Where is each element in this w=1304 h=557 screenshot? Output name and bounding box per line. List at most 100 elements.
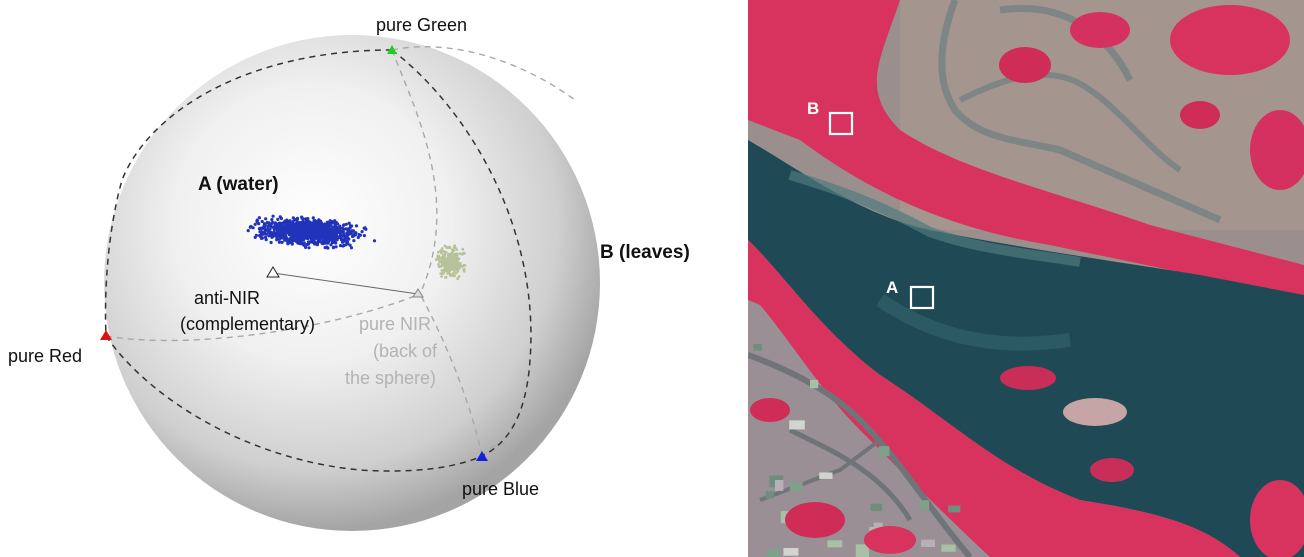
water-point (320, 232, 324, 236)
house (819, 472, 833, 479)
water-point (259, 233, 263, 237)
water-point (271, 214, 275, 218)
water-point (341, 240, 345, 244)
water-point (297, 238, 301, 242)
water-point (344, 243, 348, 247)
water-point (294, 226, 298, 230)
house (827, 540, 843, 548)
leaves-point (439, 272, 443, 275)
water-point (341, 244, 345, 248)
water-point-cloud (246, 214, 377, 250)
house (855, 544, 870, 557)
water-point (321, 239, 325, 243)
water-point (339, 238, 344, 242)
water-point (356, 235, 360, 240)
water-point (349, 231, 353, 235)
house (789, 482, 803, 492)
water-point (288, 236, 292, 240)
water-point (262, 224, 266, 228)
house (775, 480, 784, 491)
water-point (309, 228, 313, 233)
water-point (302, 224, 306, 228)
leaves-point (452, 254, 456, 258)
nir-marker (412, 288, 424, 298)
water-point (354, 231, 358, 235)
water-point (277, 226, 281, 230)
water-point (258, 226, 262, 230)
water-point (305, 243, 309, 247)
leaves-point (458, 261, 462, 265)
water-point (304, 245, 308, 249)
leaves-point (453, 246, 457, 250)
water-point (326, 241, 330, 245)
label-complementary: (complementary) (180, 314, 315, 334)
water-point (345, 239, 349, 243)
water-point (279, 221, 283, 225)
water-point (318, 219, 323, 223)
water-point (288, 229, 292, 233)
box-b-label: B (807, 99, 819, 118)
box-a (909, 285, 935, 310)
label-pure-nir: pure NIR (359, 314, 431, 334)
water-point (292, 222, 296, 227)
house (789, 420, 805, 430)
water-point (335, 235, 339, 239)
water-point (333, 228, 337, 232)
leaves-point (440, 250, 443, 254)
water-point (299, 241, 303, 245)
water-point (348, 224, 353, 228)
water-point (324, 238, 328, 242)
water-point (360, 230, 364, 234)
leaves-point (443, 257, 447, 260)
water-point (344, 227, 348, 231)
water-point (308, 221, 312, 225)
water-point (268, 227, 272, 231)
water-point (351, 229, 355, 233)
water-point (311, 216, 315, 220)
house (919, 500, 930, 510)
house (948, 505, 961, 513)
water-point (264, 217, 268, 221)
water-point (267, 234, 271, 238)
water-point (340, 234, 344, 238)
water-point (329, 224, 333, 228)
water-point (270, 218, 274, 222)
water-point (277, 237, 282, 241)
water-point (321, 226, 325, 230)
house (941, 544, 956, 552)
leaves-point-cloud (435, 244, 467, 281)
leaves-point (443, 250, 446, 254)
water-point (318, 224, 322, 228)
water-point (286, 240, 290, 245)
water-point (290, 242, 294, 246)
water-point (257, 216, 261, 220)
water-point (273, 221, 277, 225)
water-point (311, 221, 315, 225)
water-point (293, 217, 297, 222)
color-sphere-diagram: pure Green pure Red pure Blue A (water) … (8, 15, 690, 531)
leaves-point (448, 246, 452, 250)
water-point (308, 226, 312, 230)
water-point (332, 238, 336, 242)
water-point (296, 241, 300, 245)
water-point (326, 226, 330, 230)
label-pure-blue: pure Blue (462, 479, 539, 499)
leaves-point (457, 275, 461, 278)
leaves-point (462, 268, 466, 271)
leaves-point (437, 263, 440, 266)
leaves-point (450, 273, 453, 276)
leaves-point (448, 255, 452, 259)
leaves-point (458, 252, 462, 256)
leaves-point (446, 246, 449, 250)
water-point (324, 233, 328, 237)
green-marker (387, 45, 397, 54)
leaves-point (455, 252, 459, 256)
water-point (287, 226, 291, 230)
water-point (372, 239, 377, 243)
leaves-point (440, 275, 443, 278)
leaves-point (455, 256, 459, 260)
label-the-sphere: the sphere) (345, 368, 436, 388)
back-arc-rim-top (391, 46, 576, 101)
water-point (346, 233, 350, 237)
water-point (311, 232, 315, 236)
